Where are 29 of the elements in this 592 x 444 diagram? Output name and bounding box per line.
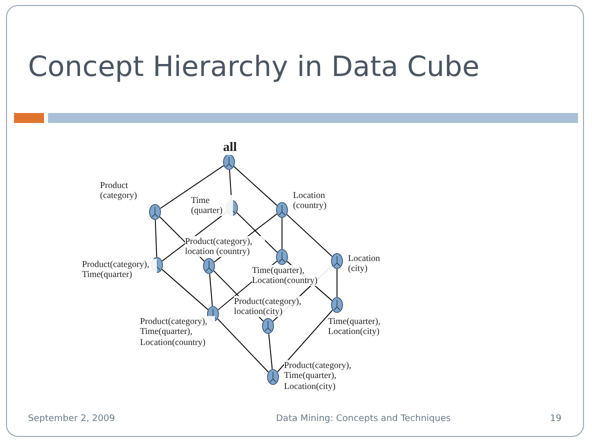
connector-line xyxy=(286,214,333,257)
footer-text: 19 xyxy=(550,414,562,424)
lattice-node xyxy=(331,253,343,269)
footer-text: Data Mining: Concepts and Techniques xyxy=(276,414,451,424)
connector-line xyxy=(234,166,278,206)
connector-line xyxy=(217,318,269,372)
node-label: Product(category), location (country) xyxy=(185,236,265,257)
node-label: Product(category), Time(quarter) xyxy=(82,259,157,280)
slide-title: Concept Hierarchy in Data Cube xyxy=(28,50,480,83)
lattice-node xyxy=(149,204,161,220)
footer-text: September 2, 2009 xyxy=(28,414,115,424)
lattice-node xyxy=(262,318,274,334)
lattice-node xyxy=(203,258,215,274)
connector-line xyxy=(277,310,333,372)
connector-line xyxy=(236,212,278,253)
lattice-node xyxy=(223,154,235,170)
lattice-node xyxy=(331,297,343,313)
node-label: Time(quarter), Location(country) xyxy=(252,265,332,286)
connector-line xyxy=(162,268,208,310)
connector-line xyxy=(268,333,273,370)
lattice-node xyxy=(276,202,288,218)
connector-line xyxy=(154,220,158,258)
node-label: Product(category), Time(quarter), Location(country) xyxy=(140,316,215,348)
connector-line xyxy=(160,165,224,209)
connector-line xyxy=(336,268,338,298)
lattice-node xyxy=(267,369,279,385)
connector-line xyxy=(209,274,213,306)
node-label: Time (quarter) xyxy=(191,195,233,216)
lattice-node xyxy=(276,249,288,265)
